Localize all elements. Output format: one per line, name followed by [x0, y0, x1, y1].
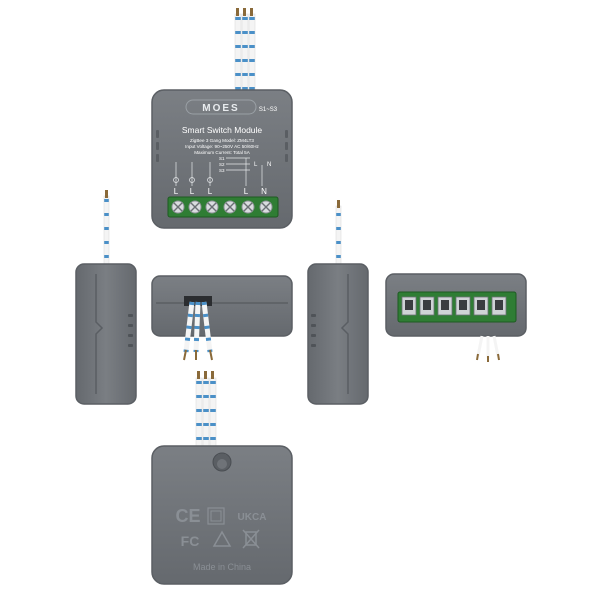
brand-badge	[185, 99, 257, 115]
terminal-label-4: L	[244, 187, 249, 196]
spec-line-3: Maximum Current: Total 5A	[194, 150, 251, 155]
cert-fc: FC	[181, 533, 200, 549]
terminal-edge-wires	[476, 335, 500, 362]
front-housing	[151, 89, 293, 229]
back-housing	[151, 445, 293, 585]
ukca-mark: UKCA	[238, 512, 267, 523]
right-side-view	[307, 200, 369, 405]
front-vents	[156, 130, 288, 162]
cert-ce: CE	[175, 506, 200, 526]
left-side-view	[75, 190, 137, 405]
terminal-label-1: L	[174, 187, 179, 196]
terminal-label-3: L	[208, 187, 213, 196]
square-mark-icon	[207, 507, 225, 525]
ce-mark-icon: CE	[175, 506, 200, 526]
load-label: L	[254, 162, 258, 168]
terminal-label-2: L	[190, 187, 195, 196]
wiring-diagram	[173, 157, 263, 186]
mounting-keyhole	[212, 452, 232, 472]
terminal-screw-icon	[171, 200, 273, 214]
warning-triangle-icon	[212, 530, 232, 547]
back-view: CE FC UKCA Made in China	[151, 371, 293, 585]
back-wires	[195, 371, 217, 449]
weee-bin-icon	[242, 529, 260, 549]
front-view: MOES S1~S3 Smart Switch Module ZigBee 3 …	[151, 8, 293, 229]
spec-line-1: ZigBee 3 Gang Model: ZM4LT3	[190, 138, 254, 143]
switch-label-s2: S2	[219, 162, 225, 167]
bottom-wires	[183, 301, 213, 361]
model-tag: S1~S3	[259, 107, 278, 113]
terminal-label-5: N	[261, 187, 267, 196]
terminal-edge-view	[385, 273, 527, 362]
cert-ukca: UKCA	[238, 512, 267, 523]
brand-logo: MOES	[202, 103, 239, 114]
bottom-edge-view	[151, 275, 293, 361]
switch-label-s1: S1	[219, 156, 225, 161]
module-title: Smart Switch Module	[182, 125, 263, 135]
front-wires	[234, 8, 256, 95]
neutral-label: N	[267, 162, 271, 168]
fcc-mark-icon: FC	[181, 533, 200, 549]
spec-line-2: Input Voltage: 90~250V AC 50/60Hz	[185, 144, 259, 149]
made-in-label: Made in China	[193, 562, 251, 572]
switch-label-s3: S3	[219, 168, 225, 173]
